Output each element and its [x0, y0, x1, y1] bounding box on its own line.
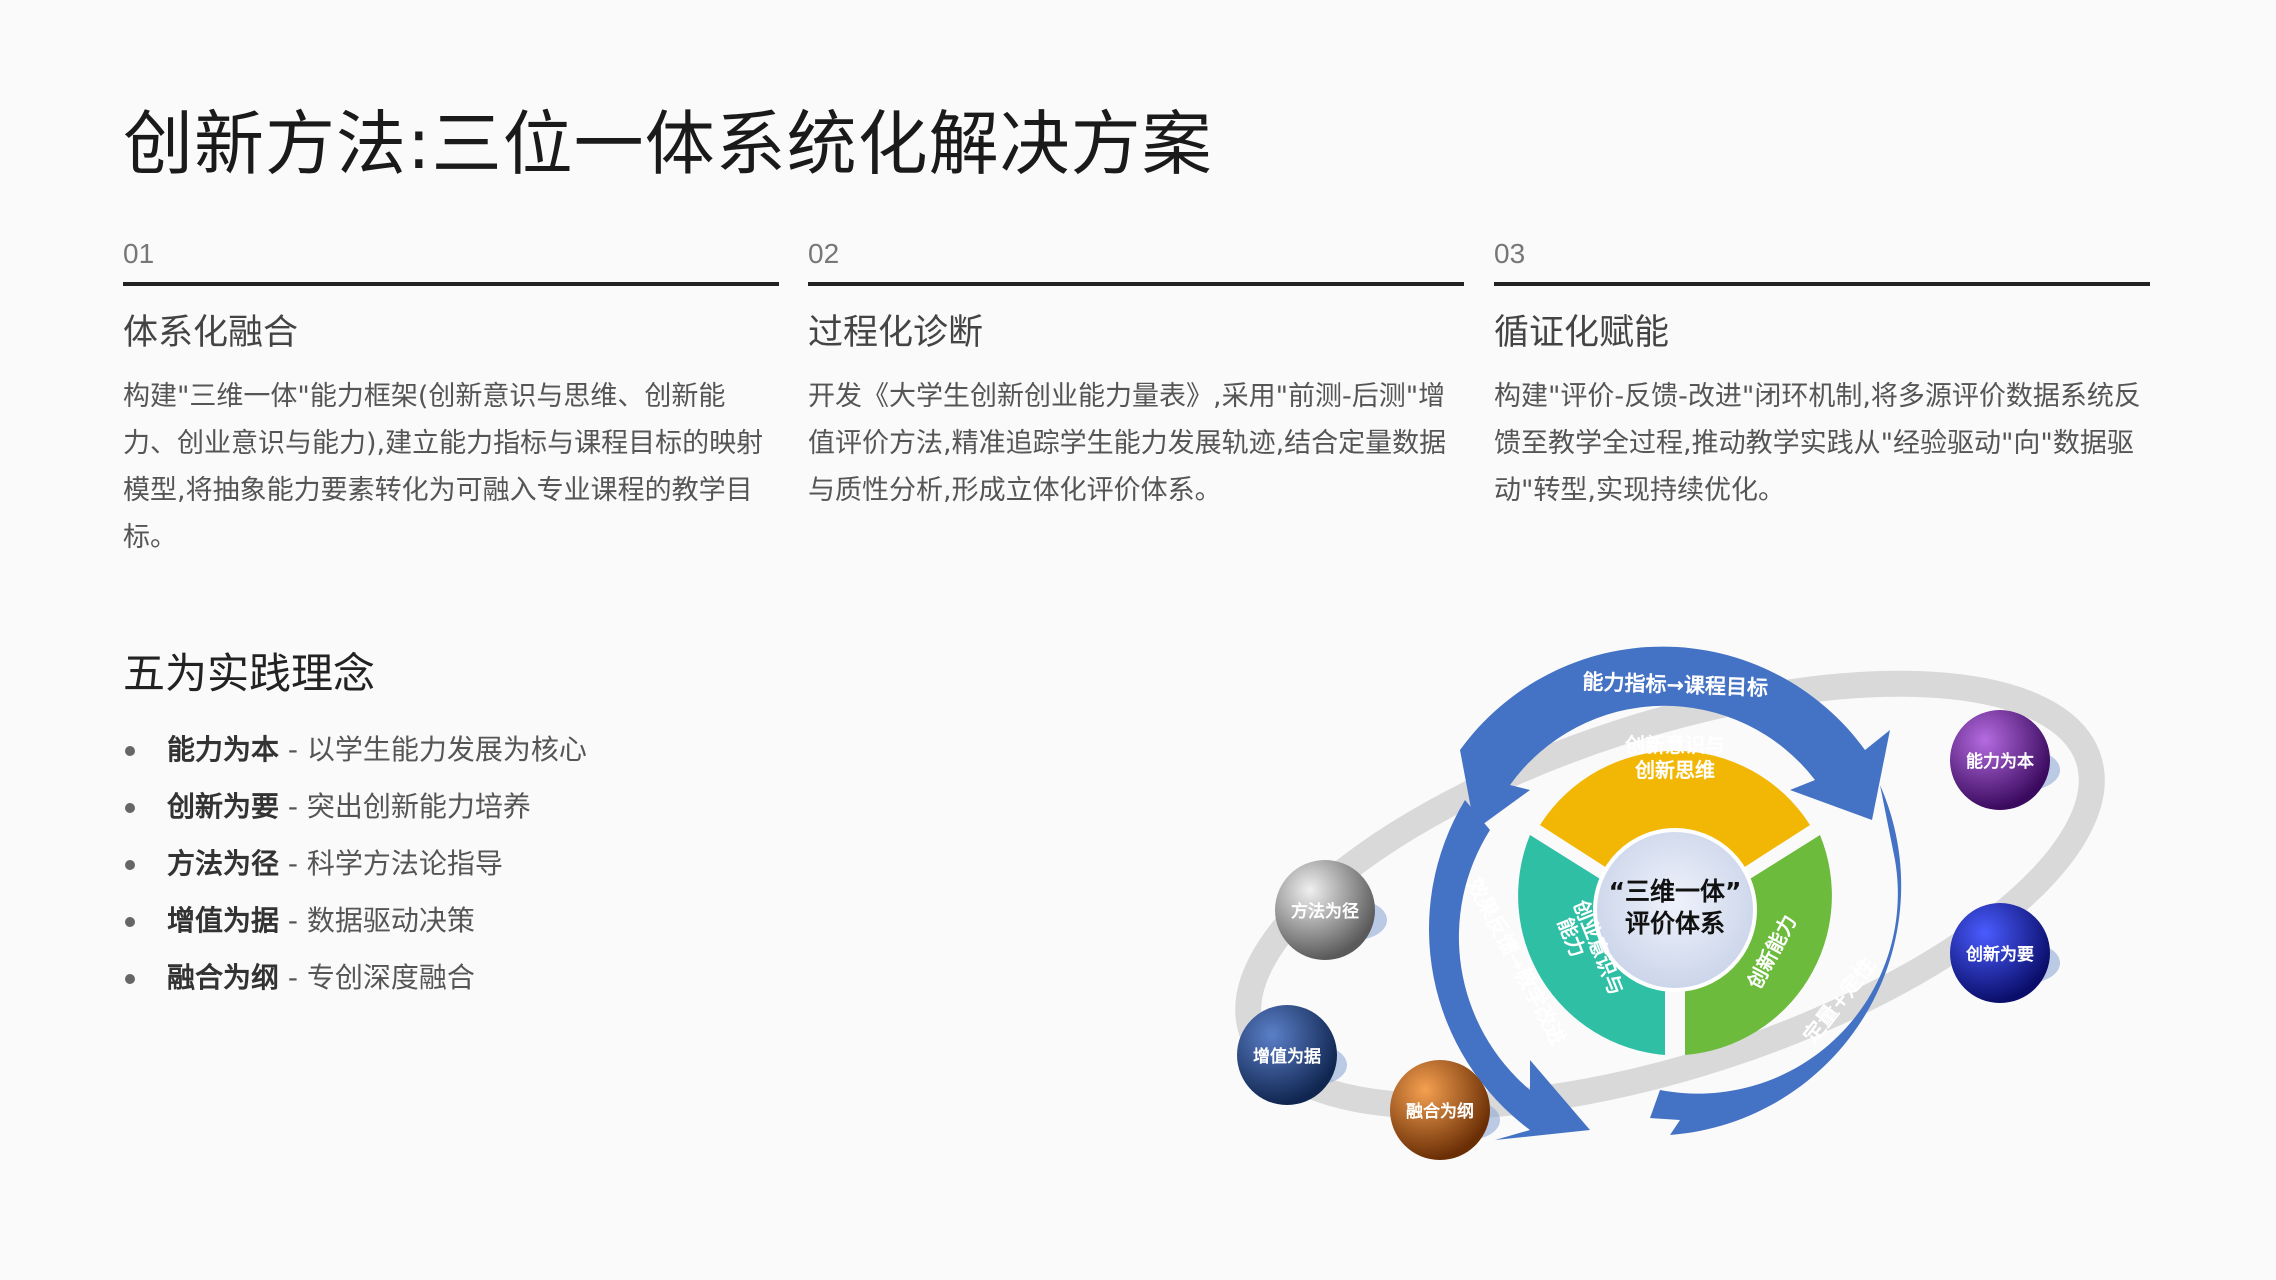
svg-text:增值为据: 增值为据 — [1253, 1046, 1321, 1067]
item-desc: - 科学方法论指导 — [279, 847, 503, 880]
ball-method: 方法为径 — [1275, 860, 1387, 960]
column-heading: 过程化诊断 — [808, 313, 984, 353]
column-heading: 循证化赋能 — [1494, 313, 1670, 353]
center-label: 评价体系 — [1625, 909, 1725, 938]
column-body: 构建"评价-反馈-改进"闭环机制,将多源评价数据系统反馈至教学全过程,推动教学实… — [1494, 381, 2141, 506]
bullet-icon — [125, 803, 135, 813]
practice-heading: 五为实践理念 — [123, 649, 376, 698]
bullet-icon — [125, 917, 135, 927]
svg-text:方法为径: 方法为径 — [1291, 901, 1359, 922]
svg-text:创新为要: 创新为要 — [1965, 944, 2034, 965]
ball-integration: 融合为纲 — [1390, 1060, 1500, 1160]
bullet-icon — [125, 746, 135, 756]
column-number: 02 — [808, 238, 840, 269]
column-body: 开发《大学生创新创业能力量表》,采用"前测-后测"增值评价方法,精准追踪学生能力… — [808, 381, 1447, 506]
evaluation-system-diagram: “三维一体” 评价体系 能力指标→课程目标 效果反馈→教学改进 定量+定性 创新… — [1235, 646, 2105, 1160]
column-body: 构建"三维一体"能力框架(创新意识与思维、创新能力、创业意识与能力),建立能力指… — [123, 381, 764, 553]
ball-ability: 能力为本 — [1950, 710, 2060, 810]
column-heading: 体系化融合 — [123, 313, 299, 353]
item-term: 方法为径 — [167, 847, 280, 880]
bullet-icon — [125, 974, 135, 984]
page-title: 创新方法:三位一体系统化解决方案 — [123, 103, 1213, 185]
inner-ring — [1518, 750, 1832, 1055]
svg-text:能力为本: 能力为本 — [1966, 751, 2034, 772]
center-label: “三维一体” — [1609, 877, 1742, 906]
column-3: 03 循证化赋能 构建"评价-反馈-改进"闭环机制,将多源评价数据系统反馈至教学… — [1494, 238, 2150, 514]
svg-text:融合为纲: 融合为纲 — [1406, 1101, 1474, 1122]
inner-top-label: 创新意识与 — [1624, 733, 1725, 757]
inner-top-label: 创新思维 — [1634, 758, 1715, 782]
column-2: 02 过程化诊断 开发《大学生创新创业能力量表》,采用"前测-后测"增值评价方法… — [808, 238, 1464, 514]
list-item: 能力为本 - 以学生能力发展为核心 — [125, 728, 587, 785]
list-item: 创新为要 - 突出创新能力培养 — [125, 785, 587, 842]
outer-blue-ring — [1428, 646, 1902, 1140]
item-desc: - 突出创新能力培养 — [279, 790, 531, 823]
center-circle — [1593, 828, 1757, 992]
item-desc: - 专创深度融合 — [279, 961, 475, 994]
item-term: 融合为纲 — [167, 961, 280, 994]
column-1: 01 体系化融合 构建"三维一体"能力框架(创新意识与思维、创新能力、创业意识与… — [123, 238, 779, 561]
ball-innovation: 创新为要 — [1950, 903, 2060, 1003]
item-term: 创新为要 — [167, 790, 280, 823]
item-desc: - 以学生能力发展为核心 — [279, 733, 587, 766]
column-number: 01 — [123, 238, 155, 269]
divider — [1494, 282, 2150, 286]
divider — [808, 282, 1464, 286]
ball-value-added: 增值为据 — [1237, 1005, 1347, 1105]
item-term: 能力为本 — [167, 733, 280, 766]
list-item: 融合为纲 - 专创深度融合 — [125, 956, 587, 1013]
item-term: 增值为据 — [167, 904, 280, 937]
divider — [123, 282, 779, 286]
list-item: 方法为径 - 科学方法论指导 — [125, 842, 587, 899]
bullet-icon — [125, 860, 135, 870]
list-item: 增值为据 - 数据驱动决策 — [125, 899, 587, 956]
column-number: 03 — [1494, 238, 1526, 269]
item-desc: - 数据驱动决策 — [279, 904, 475, 937]
practice-list: 能力为本 - 以学生能力发展为核心 创新为要 - 突出创新能力培养 方法为径 -… — [125, 728, 587, 1013]
